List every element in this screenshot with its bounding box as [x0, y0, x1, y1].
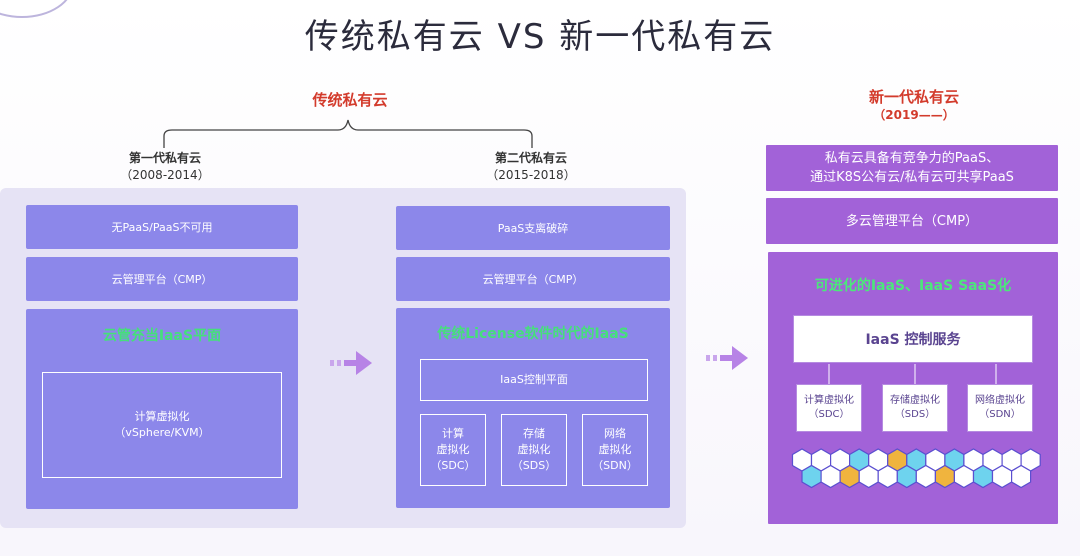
hexagon-cell	[953, 464, 975, 489]
arrow-right-icon	[330, 351, 372, 375]
gen1-compute-sub: （vSphere/KVM）	[114, 426, 210, 439]
hexagon-cell	[1011, 464, 1032, 489]
gen1-compute-label: 计算虚拟化	[134, 410, 190, 423]
arrow-right-icon-2	[706, 346, 748, 370]
hexagon-cell	[991, 464, 1013, 489]
gen2-compute-l2: 虚拟化	[436, 443, 470, 456]
hexagon-cell	[839, 464, 860, 489]
gen1-core-box	[26, 309, 298, 509]
nextgen-compute-box: 计算虚拟化 （SDC）	[796, 384, 862, 432]
hexagon-cell	[820, 464, 841, 489]
nextgen-control-service: IaaS 控制服务	[793, 315, 1033, 363]
nextgen-core-title: 可进化的IaaS、IaaS SaaS化	[814, 278, 1012, 294]
gen1-cmp-bar: 云管理平台（CMP）	[26, 257, 298, 301]
gen2-network-box: 网络 虚拟化 （SDN）	[582, 414, 648, 486]
nextgen-years: （2019——）	[873, 107, 955, 122]
hexagon-cell	[896, 464, 917, 489]
nextgen-label: 新一代私有云	[868, 87, 959, 106]
gen1-core-title: 云管充当IaaS平面	[102, 328, 222, 344]
gen2-cmp-bar: 云管理平台（CMP）	[396, 257, 670, 301]
gen2-paas-bar: PaaS支离破碎	[396, 206, 670, 250]
traditional-cloud-label: 传统私有云	[312, 90, 388, 109]
gen2-network-l2: 虚拟化	[598, 443, 632, 456]
gen2-compute-box: 计算 虚拟化 （SDC）	[420, 414, 486, 486]
page-title: 传统私有云 VS 新一代私有云	[304, 16, 776, 57]
nextgen-network-box: 网络虚拟化 （SDN）	[967, 384, 1033, 432]
hexagon-cell	[915, 464, 936, 489]
hexagon-cell	[934, 464, 955, 489]
gen2-storage-l3: （SDS）	[511, 459, 557, 472]
gen2-storage-box: 存储 虚拟化 （SDS）	[501, 414, 567, 486]
hexagon-cell	[858, 464, 879, 489]
gen2-name: 第二代私有云	[494, 151, 567, 165]
gen1-paas-bar: 无PaaS/PaaS不可用	[26, 205, 298, 249]
gen2-storage-l2: 虚拟化	[517, 443, 551, 456]
control-connectors	[828, 364, 997, 384]
hexagon-cell	[972, 464, 994, 489]
nextgen-paas-bar: 私有云具备有竞争力的PaaS、 通过K8S公有云/私有云可共享PaaS	[766, 145, 1058, 191]
gen2-control-plane: IaaS控制平面	[420, 359, 648, 401]
gen2-core-box	[396, 308, 670, 508]
nextgen-network-l1: 网络虚拟化	[975, 395, 1025, 406]
nextgen-compute-l1: 计算虚拟化	[804, 395, 854, 406]
nextgen-cmp-bar: 多云管理平台（CMP）	[766, 198, 1058, 244]
gen2-compute-l3: （SDC）	[430, 459, 476, 472]
nextgen-storage-l1: 存储虚拟化	[890, 395, 940, 406]
hexagon-cell	[877, 464, 898, 489]
hexagon-cell	[801, 464, 822, 489]
gen2-years: （2015-2018）	[486, 168, 576, 182]
gen1-compute-box: 计算虚拟化 （vSphere/KVM）	[42, 372, 282, 478]
gen1-years: （2008-2014）	[120, 168, 210, 182]
nextgen-network-l2: （SDN）	[979, 409, 1021, 420]
hexagon-grid	[791, 448, 1041, 489]
gen2-network-l3: （SDN）	[592, 459, 638, 472]
nextgen-paas-line2: 通过K8S公有云/私有云可共享PaaS	[810, 170, 1014, 185]
nextgen-storage-l2: （SDS）	[894, 409, 936, 420]
gen1-name: 第一代私有云	[128, 151, 201, 165]
gen2-network-l1: 网络	[604, 427, 626, 440]
gen2-compute-l1: 计算	[442, 427, 464, 440]
nextgen-compute-l2: （SDC）	[808, 409, 850, 420]
gen2-label: 第二代私有云 （2015-2018）	[446, 149, 616, 185]
brace-connector	[163, 119, 533, 148]
gen2-core-title: 传统License软件时代的IaaS	[437, 326, 629, 342]
gen2-storage-l1: 存储	[523, 427, 545, 440]
nextgen-storage-box: 存储虚拟化 （SDS）	[882, 384, 948, 432]
nextgen-paas-line1: 私有云具备有竞争力的PaaS、	[824, 151, 1000, 166]
gen1-label: 第一代私有云 （2008-2014）	[80, 149, 250, 185]
